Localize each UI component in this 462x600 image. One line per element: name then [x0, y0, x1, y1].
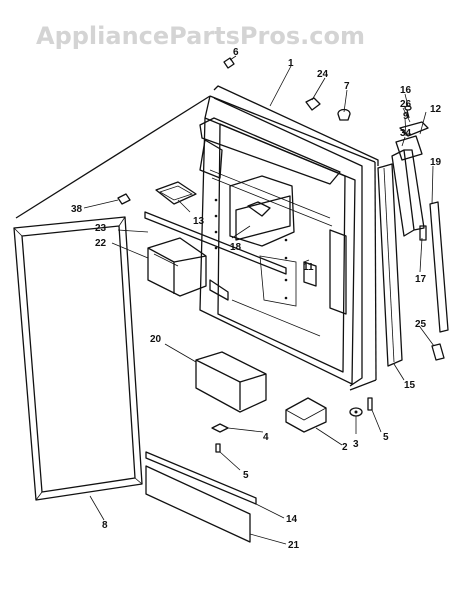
callout-1: 1: [288, 58, 294, 69]
callout-9: 9: [403, 111, 409, 122]
callout-14: 14: [286, 514, 298, 525]
callout-22: 22: [95, 238, 107, 249]
callout-12: 12: [430, 104, 442, 115]
callout-23: 23: [95, 223, 107, 234]
callout-21: 21: [288, 540, 300, 551]
callout-18: 18: [230, 242, 242, 253]
callout-11: 11: [303, 262, 314, 273]
callout-15: 15: [404, 380, 416, 391]
callout-6: 6: [233, 47, 239, 58]
leader-lines: [83, 55, 435, 545]
cabinet: [15, 85, 379, 391]
top-hinge: [395, 105, 429, 161]
callout-5-right: 5: [383, 432, 389, 443]
callout-25: 25: [415, 319, 427, 330]
callout-16: 16: [400, 85, 412, 96]
door-liner: [199, 117, 356, 385]
callout-19: 19: [430, 157, 442, 168]
door-trim-strip: [377, 163, 403, 367]
callout-26: 26: [400, 99, 412, 110]
callout-38: 38: [71, 204, 83, 215]
callout-24: 24: [317, 69, 329, 80]
callout-5-left: 5: [243, 470, 249, 481]
bottom-hinge: [211, 397, 373, 453]
kick-trim: [145, 451, 257, 543]
egg-shelf: [155, 181, 197, 205]
door-handle: [391, 149, 449, 333]
callout-2: 2: [342, 442, 348, 453]
callout-17: 17: [415, 274, 427, 285]
callout-4: 4: [263, 432, 269, 443]
butter-bin: [147, 237, 207, 297]
callout-3: 3: [353, 439, 359, 450]
door-shelf-bar: [144, 211, 287, 275]
callout-numbers: 6 1 24 7 16 26 12 9 34 19 38 13 23 22 18…: [71, 47, 442, 551]
callout-7: 7: [344, 81, 350, 92]
small-parts: [117, 57, 445, 361]
door-gasket: [13, 216, 143, 501]
callout-13: 13: [193, 216, 205, 227]
watermark-text: AppliancePartsPros.com: [36, 22, 365, 50]
callout-8: 8: [102, 520, 108, 531]
callout-20: 20: [150, 334, 162, 345]
callout-34: 34: [400, 128, 412, 139]
door-bin: [195, 351, 267, 413]
